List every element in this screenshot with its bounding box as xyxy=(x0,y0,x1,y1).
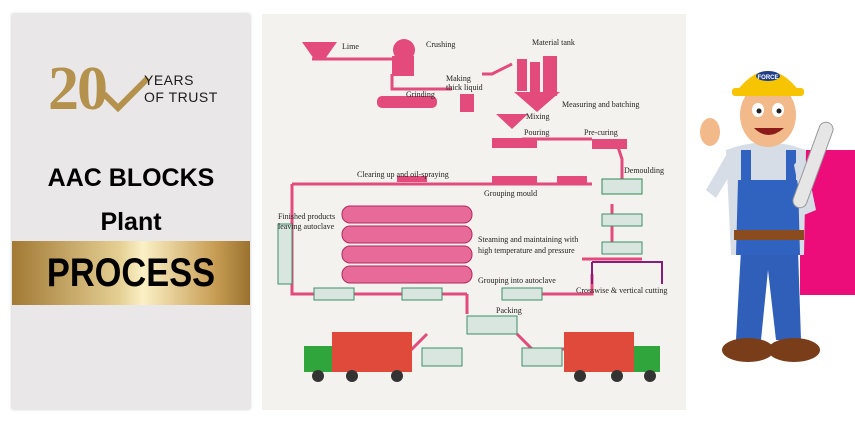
label-clearing: Clearing up and oil-spraying xyxy=(357,170,449,179)
worker-mascot-icon: FORCE xyxy=(700,71,834,362)
label-mixing: Mixing xyxy=(526,112,550,121)
label-pre-curing: Pre-curing xyxy=(584,128,618,137)
title-line2: Plant xyxy=(100,208,162,236)
badge-of-trust: OF TRUST xyxy=(144,89,218,105)
flow-lines xyxy=(277,39,663,382)
label-steaming-1: Steaming and maintaining with xyxy=(478,235,579,244)
label-finished-products: Finished products xyxy=(278,212,336,221)
badge-years: YEARS xyxy=(144,72,194,88)
label-packing: Packing xyxy=(496,306,522,315)
label-material-tank: Material tank xyxy=(532,38,575,47)
label-cutting: Crosswise & vertical cutting xyxy=(576,286,668,295)
label-steaming-2: high temperature and pressure xyxy=(478,246,575,255)
process-band xyxy=(12,241,250,305)
label-grouping-autoclave: Grouping into autoclave xyxy=(478,276,556,285)
label-crushing: Crushing xyxy=(426,40,456,49)
label-measuring: Measuring and batching xyxy=(562,100,640,109)
helmet-brand: FORCE xyxy=(758,75,779,81)
years-badge: 20 YEARS OF TRUST xyxy=(48,54,228,129)
process-diagram: Lime Crushing Material tank Making thick… xyxy=(262,14,686,410)
title-process: PROCESS xyxy=(46,251,216,295)
checkmark-icon xyxy=(101,75,150,113)
label-pouring: Pouring xyxy=(524,128,550,137)
left-panel: 20 YEARS OF TRUST AAC BLOCKS Plant PROCE… xyxy=(12,14,250,409)
label-grouping-mould: Grouping mould xyxy=(484,189,538,198)
label-making-thick-liquid: Making thick liquid xyxy=(446,74,483,92)
badge-text: YEARS OF TRUST xyxy=(144,72,218,106)
label-lime: Lime xyxy=(342,42,359,51)
label-demoulding: Demoulding xyxy=(624,166,664,175)
badge-number: 20 xyxy=(48,55,108,123)
title-line1: AAC BLOCKS xyxy=(47,164,215,192)
label-leaving-autoclave: leaving autoclave xyxy=(278,222,335,231)
label-grinding: Grinding xyxy=(406,90,435,99)
